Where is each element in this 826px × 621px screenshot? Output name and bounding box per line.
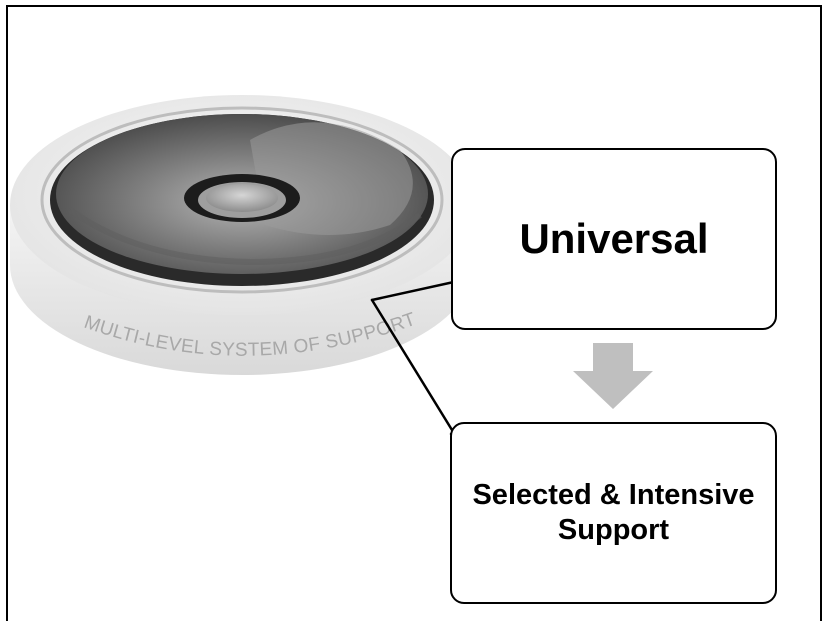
down-arrow-icon [573, 343, 653, 409]
selected-intensive-tier-label: Selected & Intensive Support [472, 479, 755, 546]
frame-right-border [820, 5, 822, 621]
selected-intensive-tier-box: Selected & Intensive Support [450, 422, 777, 604]
frame-top-border [6, 5, 822, 7]
universal-tier-label: Universal [519, 215, 709, 262]
disc-hub [184, 174, 300, 222]
arrow-to-intensive [370, 298, 462, 445]
frame-left-border [6, 5, 8, 621]
universal-tier-box: Universal [451, 148, 777, 330]
